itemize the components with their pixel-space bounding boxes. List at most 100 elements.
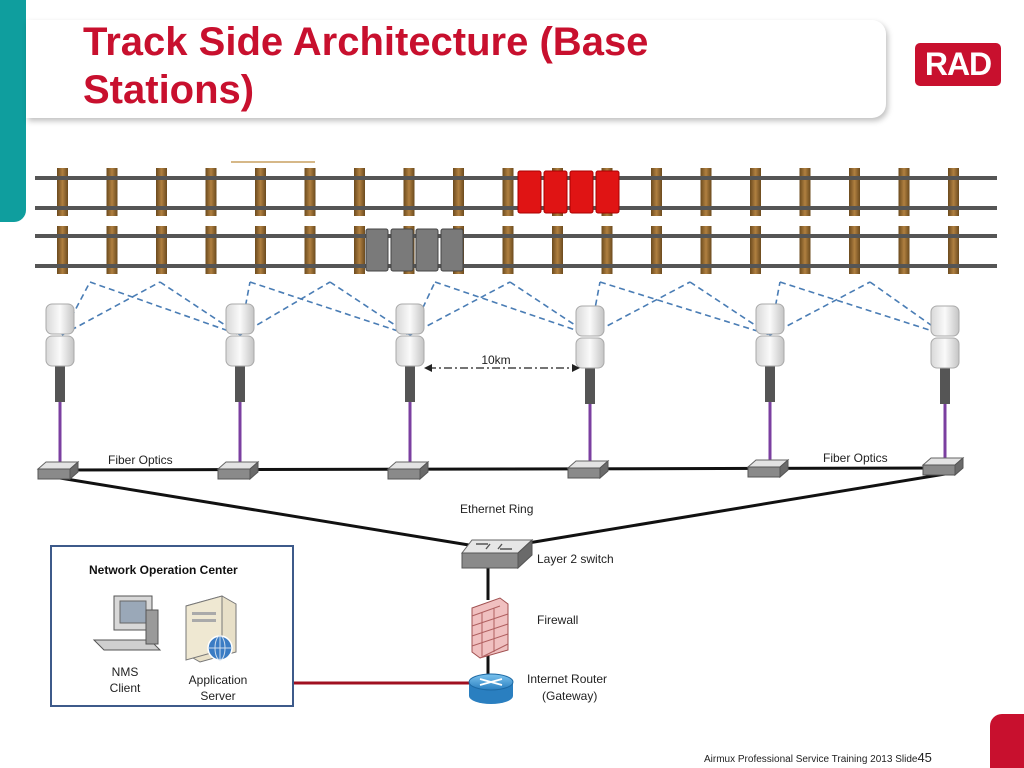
slide-number: 45 — [917, 750, 932, 765]
radio-antenna — [930, 337, 960, 369]
trackside-switch — [386, 460, 430, 481]
radio-antenna — [45, 303, 75, 335]
base-station — [755, 303, 785, 460]
railway-tie — [304, 168, 316, 216]
radio-antenna — [930, 305, 960, 337]
ethernet-ring — [59, 466, 946, 680]
base-station — [575, 305, 605, 461]
router-label-line2: (Gateway) — [542, 689, 597, 703]
railway-tie — [651, 168, 662, 216]
railway-tie — [601, 226, 613, 274]
corner-accent — [990, 714, 1024, 768]
station-pole — [940, 366, 950, 404]
trackside-switch — [921, 456, 965, 477]
railway-tie — [57, 226, 68, 274]
red-train — [517, 170, 620, 214]
railway-tie — [849, 168, 860, 216]
trackside-switches — [36, 456, 965, 481]
rail — [35, 206, 997, 210]
railway-tie — [205, 226, 217, 274]
fiber-optics-label-left: Fiber Optics — [108, 453, 173, 467]
footer-text: Airmux Professional Service Training 201… — [704, 754, 918, 765]
train-car — [595, 170, 620, 214]
firewall-label: Firewall — [537, 613, 578, 627]
distance-label: 10km — [481, 353, 510, 367]
railway-tie — [255, 168, 266, 216]
railway-tie — [354, 226, 365, 274]
train-car — [517, 170, 542, 214]
radio-antenna — [755, 303, 785, 335]
app-label-line2: Server — [200, 689, 235, 703]
radio-antenna — [575, 337, 605, 369]
nms-label-line1: NMS — [112, 665, 139, 679]
fiber-optics-label-right: Fiber Optics — [823, 451, 888, 465]
station-pole — [405, 364, 415, 402]
trackside-switch — [746, 458, 790, 479]
railway-tie — [57, 168, 68, 216]
railway-tie — [354, 168, 365, 216]
railway-tie — [453, 168, 464, 216]
railway-tie — [898, 168, 910, 216]
railway-tie — [898, 226, 910, 274]
railway-tie — [799, 168, 811, 216]
layer2-switch-label: Layer 2 switch — [537, 552, 614, 566]
arrow-head — [424, 364, 432, 372]
railway-tie — [205, 168, 217, 216]
base-stations — [45, 303, 960, 462]
railway-tie — [304, 226, 316, 274]
railway-tie — [156, 226, 167, 274]
railway-tie — [700, 168, 712, 216]
train-car — [569, 170, 594, 214]
railway-tie — [700, 226, 712, 274]
nms-client-icon — [92, 595, 162, 651]
railway-tracks — [35, 161, 997, 274]
layer2-switch — [460, 538, 534, 570]
base-station — [45, 303, 75, 462]
railway-tie — [156, 168, 167, 216]
railway-tie — [948, 226, 959, 274]
station-pole — [585, 366, 595, 404]
railway-tie — [799, 226, 811, 274]
base-station — [930, 305, 960, 458]
railway-tie — [502, 226, 514, 274]
rail — [35, 234, 997, 238]
app-label-line1: Application — [189, 673, 248, 687]
radio-antenna — [225, 335, 255, 367]
railway-tie — [750, 168, 761, 216]
rad-logo: RAD — [915, 43, 1001, 86]
railway-tie — [552, 226, 563, 274]
slide-footer: Airmux Professional Service Training 201… — [704, 750, 932, 765]
slide-title: Track Side Architecture (Base Stations) — [83, 20, 649, 112]
application-server-icon — [185, 595, 237, 663]
train-car — [440, 228, 464, 272]
train-car — [365, 228, 389, 272]
railway-tie — [106, 168, 118, 216]
noc-title: Network Operation Center — [89, 563, 238, 577]
radio-antenna — [575, 305, 605, 337]
radio-antenna — [45, 335, 75, 367]
nms-label-line2: Client — [110, 681, 141, 695]
radio-antenna — [395, 335, 425, 367]
station-pole — [765, 364, 775, 402]
railway-tie — [255, 226, 266, 274]
distance-indicator: 10km — [424, 353, 580, 372]
noc-box — [50, 545, 294, 707]
railway-tie — [651, 226, 662, 274]
railway-tie — [750, 226, 761, 274]
base-station — [395, 303, 425, 462]
trackside-switch — [216, 460, 260, 481]
rail — [35, 176, 997, 180]
rail — [35, 264, 997, 268]
gray-train — [365, 228, 464, 272]
radio-antenna — [395, 303, 425, 335]
station-pole — [55, 364, 65, 402]
train-car — [415, 228, 439, 272]
arrow-head — [572, 364, 580, 372]
railway-tie — [106, 226, 118, 274]
router-label-line1: Internet Router — [527, 672, 607, 686]
wireless-links — [61, 281, 946, 336]
trackside-switch — [566, 459, 610, 480]
title-panel — [26, 20, 886, 118]
internet-router — [468, 673, 514, 704]
